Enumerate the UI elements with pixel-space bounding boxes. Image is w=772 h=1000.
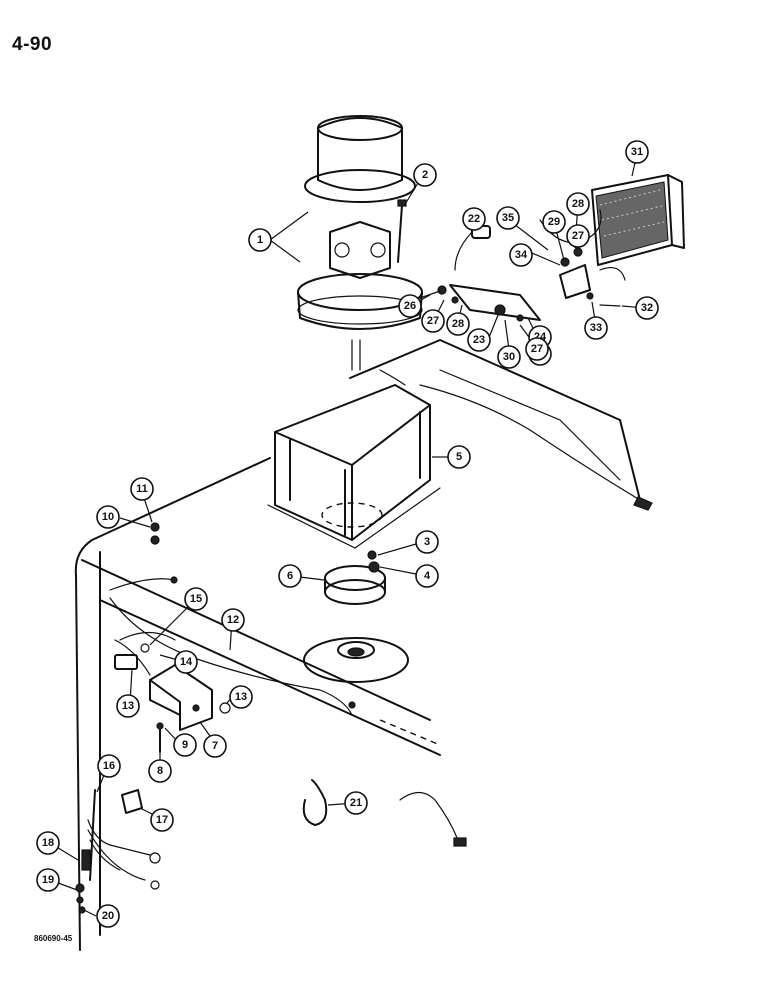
svg-text:13: 13 (235, 691, 247, 703)
svg-text:31: 31 (631, 146, 643, 158)
svg-text:1: 1 (257, 234, 263, 246)
cable-tie (302, 779, 328, 826)
callout-30: 30 (497, 345, 521, 369)
svg-text:28: 28 (572, 198, 584, 210)
svg-text:10: 10 (102, 511, 114, 523)
svg-text:21: 21 (350, 797, 362, 809)
svg-text:3: 3 (424, 536, 430, 548)
callout-5: 5 (447, 445, 471, 469)
callout-22: 22 (462, 207, 486, 231)
work-light (591, 174, 685, 266)
svg-text:27: 27 (572, 230, 584, 242)
svg-text:7: 7 (212, 740, 218, 752)
callout-2: 2 (413, 163, 437, 187)
lower-harness (399, 791, 467, 847)
svg-text:27: 27 (531, 343, 543, 355)
svg-text:18: 18 (42, 837, 54, 849)
switch-bracket (114, 631, 231, 753)
callout-14: 14 (174, 650, 198, 674)
callout-35: 35 (496, 206, 520, 230)
svg-text:16: 16 (103, 760, 115, 772)
svg-text:33: 33 (590, 322, 602, 334)
beacon-bolt (397, 199, 407, 263)
callout-10: 10 (96, 505, 120, 529)
figure-code: 860690-45 (34, 934, 73, 943)
svg-text:34: 34 (515, 249, 528, 261)
callout-28-b: 28 (566, 192, 590, 216)
callout-27-c: 27 (566, 224, 590, 248)
callout-6: 6 (278, 564, 302, 588)
svg-text:4: 4 (424, 570, 431, 582)
callout-15: 15 (184, 587, 208, 611)
svg-text:2: 2 (422, 169, 428, 181)
work-light-harness (379, 369, 653, 511)
nut-washer (150, 522, 380, 573)
svg-text:13: 13 (122, 700, 134, 712)
pillar-harness (75, 789, 161, 914)
machine-body-outline (74, 339, 641, 951)
callout-27-b: 27 (525, 337, 549, 361)
callout-13-left: 13 (116, 694, 140, 718)
svg-text:29: 29 (548, 216, 560, 228)
svg-text:35: 35 (502, 212, 514, 224)
callout-23: 23 (467, 328, 491, 352)
svg-text:20: 20 (102, 910, 114, 922)
callout-4: 4 (415, 564, 439, 588)
callout-9: 9 (173, 733, 197, 757)
callout-31: 31 (625, 140, 649, 164)
svg-text:30: 30 (503, 351, 515, 363)
beacon-light (297, 115, 423, 371)
cab-wiring-harness (109, 576, 356, 716)
svg-text:23: 23 (473, 334, 485, 346)
callout-13-right: 13 (229, 685, 253, 709)
svg-text:14: 14 (180, 656, 193, 668)
svg-text:8: 8 (157, 765, 163, 777)
callout-8: 8 (148, 759, 172, 783)
svg-text:32: 32 (641, 302, 653, 314)
svg-text:17: 17 (156, 814, 168, 826)
base-plate (303, 637, 409, 683)
callout-11: 11 (130, 477, 154, 501)
callout-33: 33 (584, 316, 608, 340)
svg-text:27: 27 (427, 315, 439, 327)
callout-32: 32 (635, 296, 659, 320)
callout-21: 21 (344, 791, 368, 815)
svg-text:22: 22 (468, 213, 480, 225)
svg-text:15: 15 (190, 593, 202, 605)
svg-text:12: 12 (227, 614, 239, 626)
callout-28-a: 28 (446, 312, 470, 336)
page-number: 4-90 (12, 34, 53, 55)
callout-20: 20 (96, 904, 120, 928)
mounting-ring (324, 565, 386, 605)
svg-text:19: 19 (42, 874, 54, 886)
svg-text:9: 9 (182, 739, 188, 751)
callout-12: 12 (221, 608, 245, 632)
callout-26: 26 (398, 294, 422, 318)
callout-18: 18 (36, 831, 60, 855)
callout-29: 29 (542, 210, 566, 234)
callout-3: 3 (415, 530, 439, 554)
svg-text:5: 5 (456, 451, 462, 463)
svg-text:26: 26 (404, 300, 416, 312)
svg-text:11: 11 (136, 483, 148, 495)
callout-16: 16 (97, 754, 121, 778)
callout-19: 19 (36, 868, 60, 892)
callout-34: 34 (509, 243, 533, 267)
svg-text:6: 6 (287, 570, 293, 582)
callout-1: 1 (248, 228, 272, 252)
callout-17: 17 (150, 808, 174, 832)
svg-text:28: 28 (452, 318, 464, 330)
callout-27-a: 27 (421, 309, 445, 333)
callout-7: 7 (203, 734, 227, 758)
mounting-frame (267, 384, 441, 549)
